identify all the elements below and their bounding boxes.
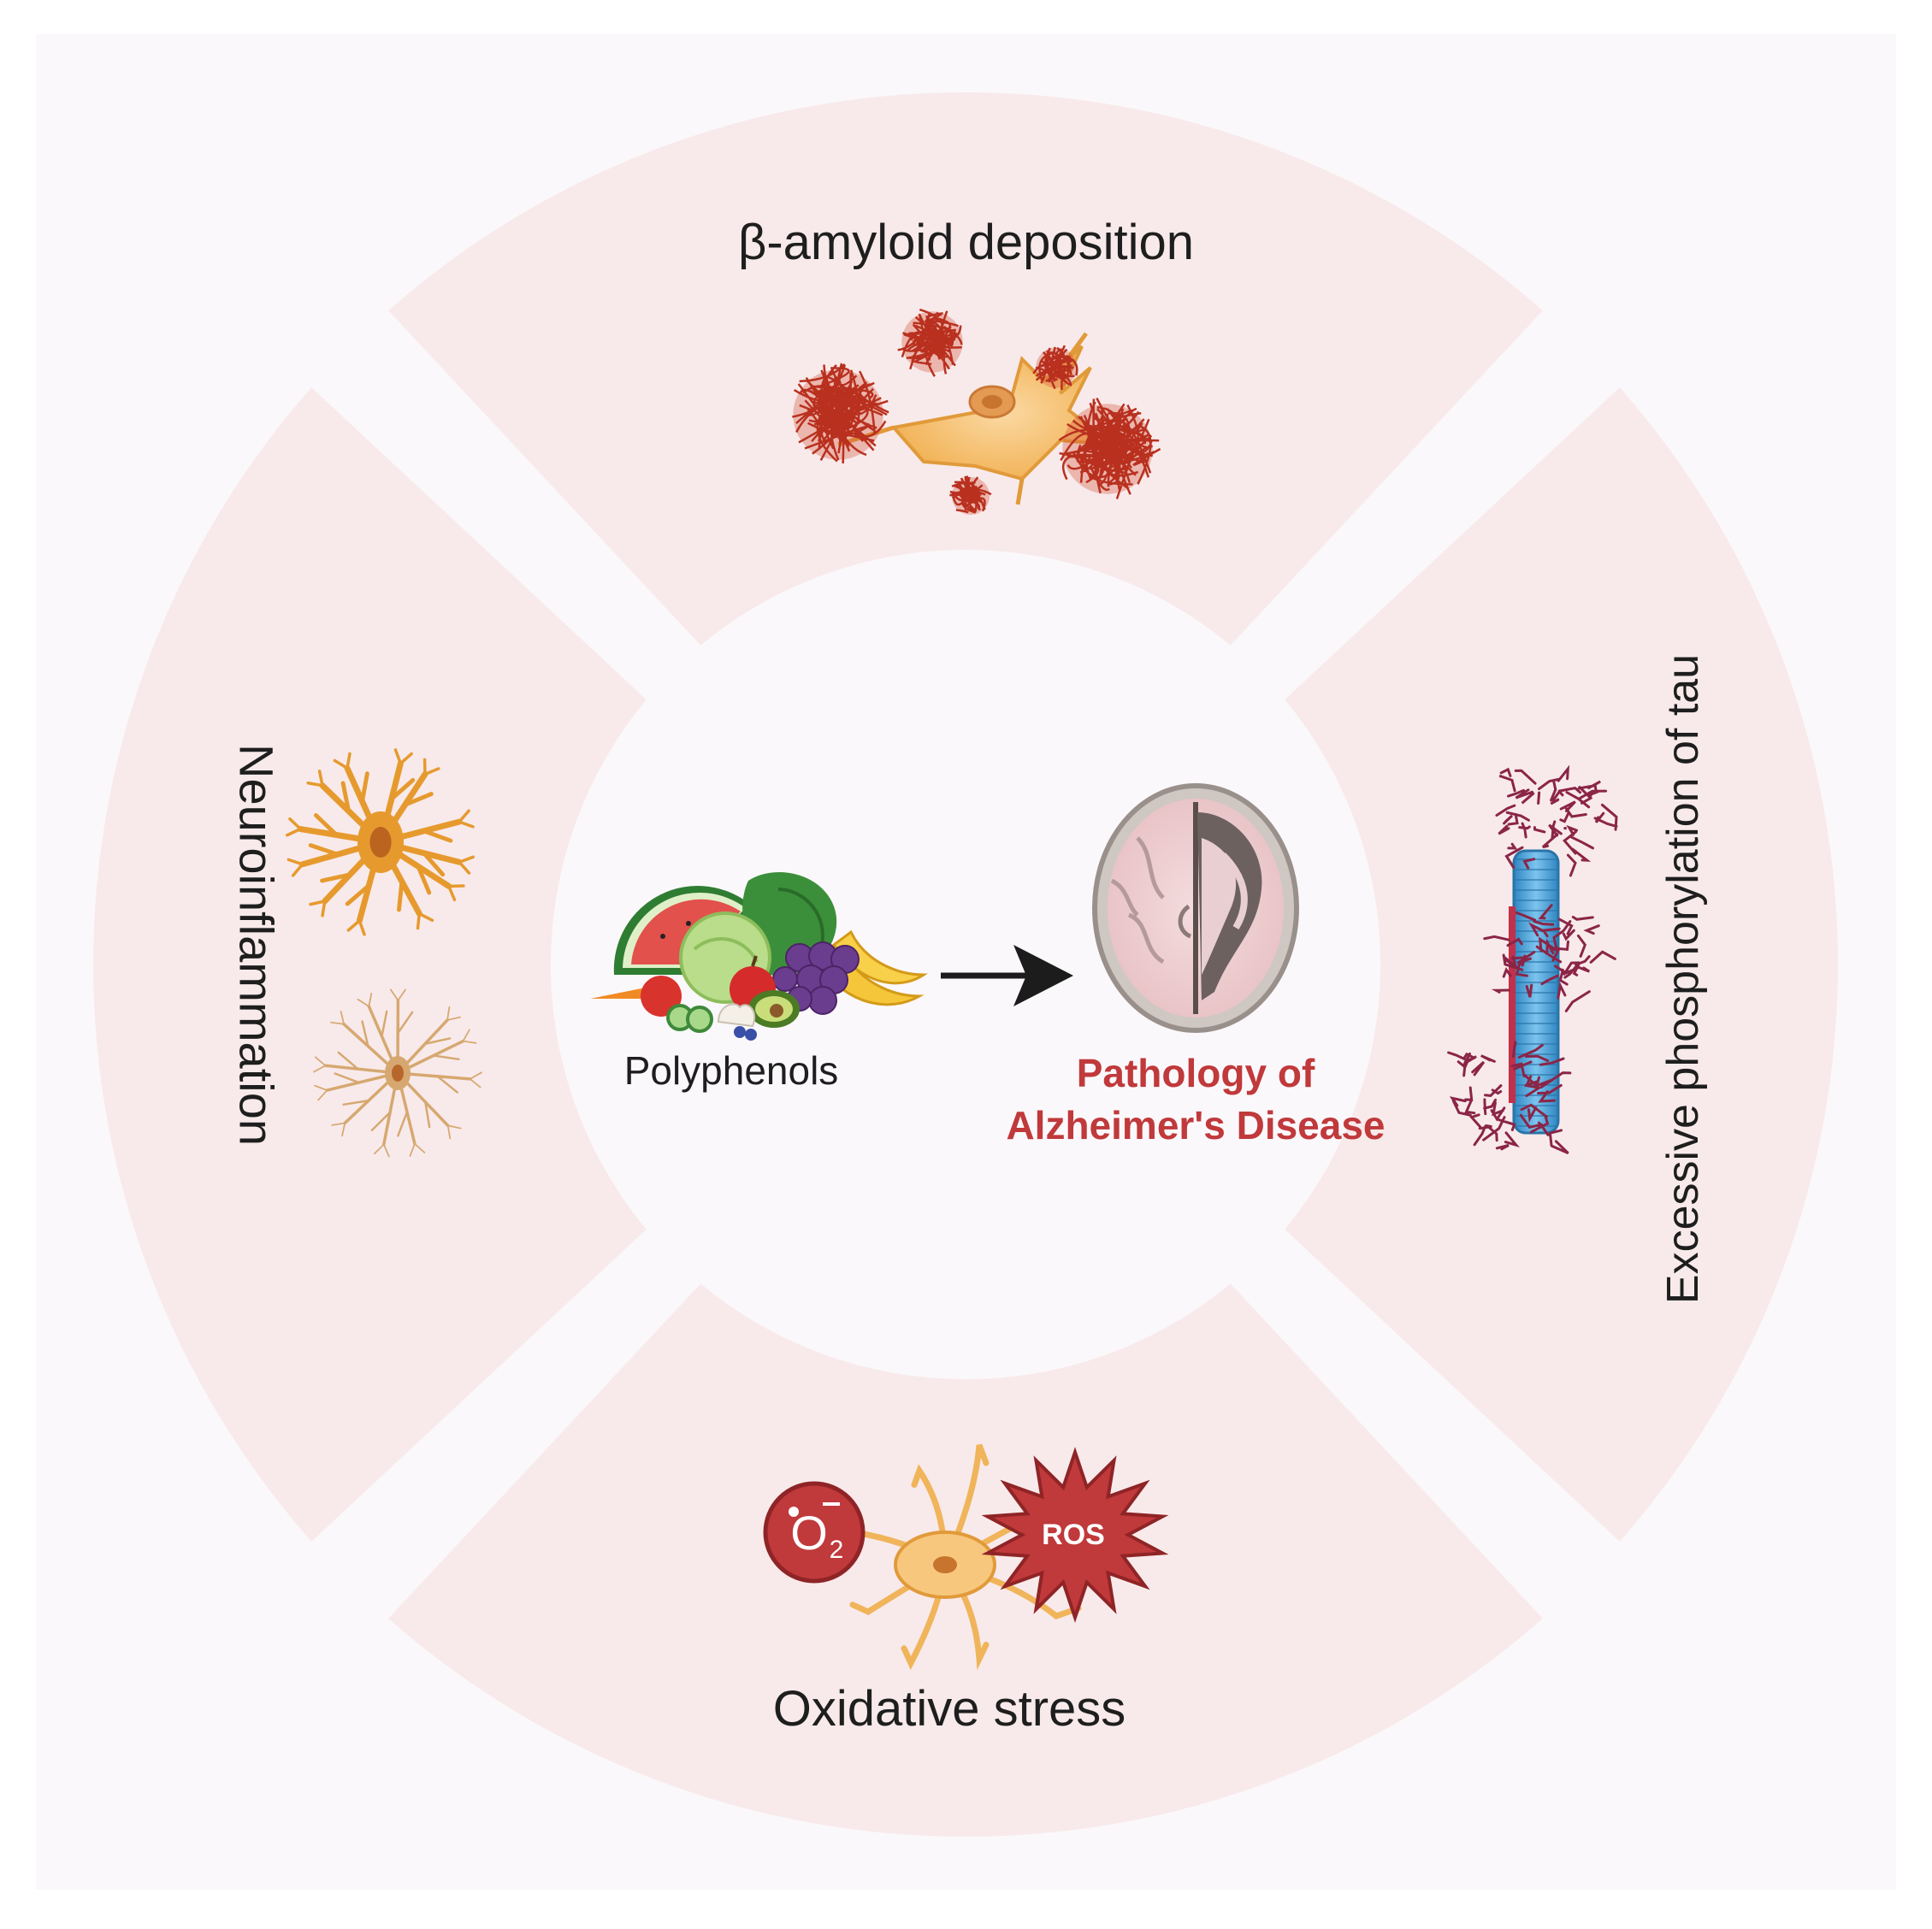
activated-astrocyte-icon (286, 748, 475, 936)
alzheimers-pathology-label: Pathology of Alzheimer's Disease (1006, 1051, 1385, 1147)
resting-microglia-icon (313, 988, 482, 1158)
polyphenols-label: Polyphenols (623, 1048, 839, 1093)
sector-beta-amyloid (388, 91, 1543, 646)
beta-amyloid-deposition-label: β-amyloid deposition (737, 215, 1195, 270)
brain-icon (1092, 783, 1299, 1033)
oxidative-stress-label: Oxidative stress (772, 1681, 1126, 1737)
amyloid-plaque-icons (792, 308, 1161, 516)
superoxide-symbol: O (790, 1506, 828, 1560)
sector-tau (1285, 387, 1838, 1542)
arrow-icon (941, 945, 1073, 1006)
ros-label: ROS (1042, 1519, 1105, 1551)
tau-phosphorylation-label: Excessive phosphorylation of tau (1658, 653, 1708, 1305)
polyphenol-foods-icon (590, 872, 928, 1041)
sector-neuroinflammation (92, 387, 647, 1542)
superoxide-icon: O 2 (763, 1481, 866, 1584)
superoxide-subscript: 2 (830, 1536, 844, 1564)
ros-burst-icon: ROS (981, 1447, 1169, 1623)
neuroinflammation-label: Neuroinflammation (229, 744, 284, 1146)
microtubule-tau-icon (1447, 764, 1618, 1155)
